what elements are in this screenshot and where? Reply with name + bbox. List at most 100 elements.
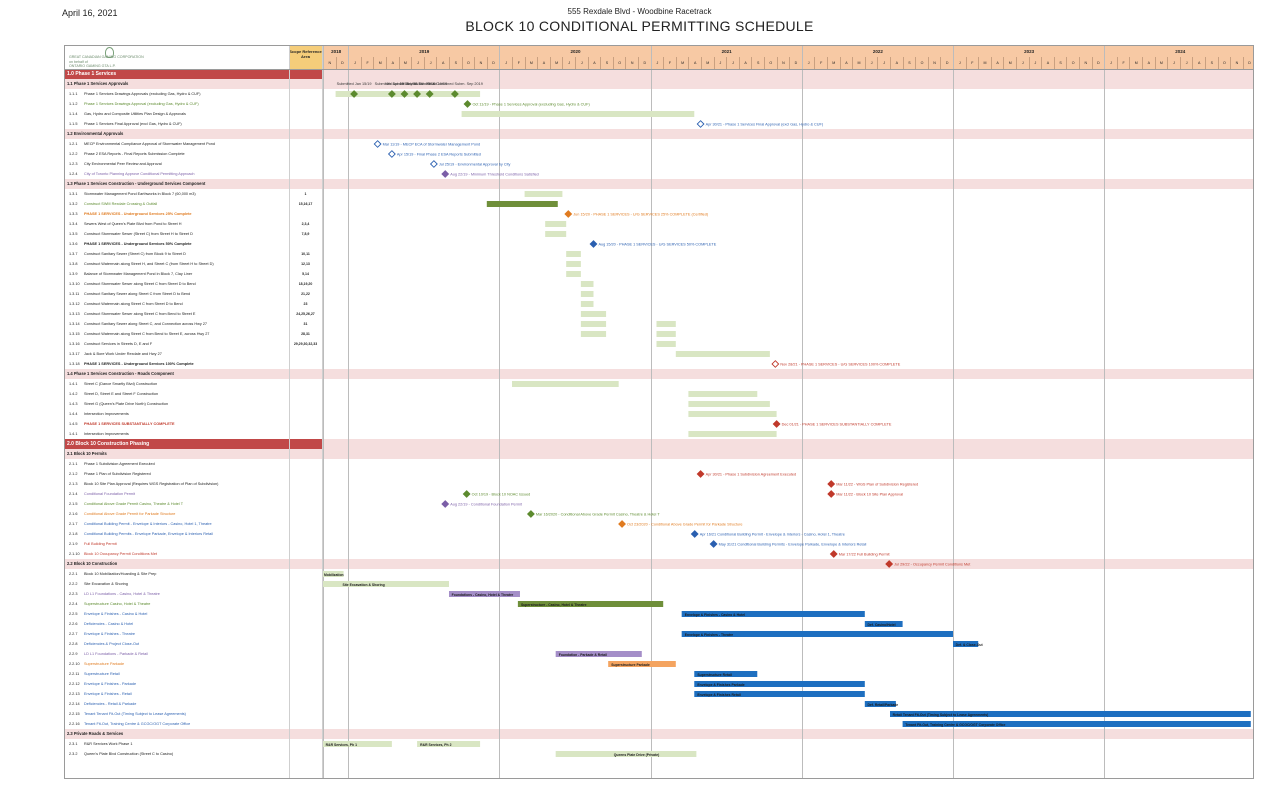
milestone-label: Aug 22/19 - Minimum Threshold Conditions… xyxy=(450,172,539,176)
task-id: 2.2.11 xyxy=(69,672,80,676)
gantt-bar xyxy=(580,291,594,297)
task-name: 2.3 Private Roads & Services xyxy=(67,731,124,736)
task-name: Queen's Plate Blvd Construction (Street … xyxy=(84,752,174,756)
report-date: April 16, 2021 xyxy=(62,8,118,18)
milestone-diamond xyxy=(387,90,396,98)
scope-ref: 15,16,17 xyxy=(298,202,313,206)
month-header: M xyxy=(1003,57,1016,69)
task-id: 2.2.12 xyxy=(69,682,80,686)
task-id: 2.2.3 xyxy=(69,592,78,596)
task-id: 1.3.5 xyxy=(69,232,78,236)
milestone-label: Jun 15/20 - PHASE 1 SERVICES - U/G SERVI… xyxy=(573,212,709,216)
task-id: 2.1.9 xyxy=(69,542,78,546)
milestone-diamond xyxy=(589,240,598,248)
gantt-bar xyxy=(681,631,953,637)
project-subtitle: 555 Rexdale Blvd - Woodbine Racetrack xyxy=(567,7,712,16)
task-id: 1.3.10 xyxy=(69,282,80,286)
task-id: 1.3.16 xyxy=(69,342,80,346)
month-header: J xyxy=(411,57,424,69)
milestone-diamond xyxy=(429,160,438,168)
gantt-bar xyxy=(555,751,697,757)
month-header: M xyxy=(1129,57,1142,69)
gantt-bar xyxy=(694,681,865,687)
bar-label: Foundation - Parkade & Retail xyxy=(559,653,607,657)
task-name: Deficiencies - Retail & Parkade xyxy=(84,702,137,706)
milestone-label: Apr 30/21 - Phase 1 Services Final Appro… xyxy=(706,122,824,126)
task-id: 2.1.5 xyxy=(69,502,78,506)
section-row: 1.4 Phase 1 Services Construction - Road… xyxy=(65,369,1253,379)
year-gridline xyxy=(499,46,501,778)
month-header: J xyxy=(864,57,878,69)
task-id: 1.3.9 xyxy=(69,272,78,276)
bar-label: Def. & Close-Out xyxy=(956,643,984,647)
month-header: F xyxy=(512,57,525,69)
phase-row: 1.0 Phase 1 Services xyxy=(65,69,323,79)
milestone-diamond xyxy=(373,140,382,148)
month-header: M xyxy=(1154,57,1168,69)
month-header: J xyxy=(1167,57,1180,69)
milestone-diamond xyxy=(696,470,705,478)
task-id: 1.3.15 xyxy=(69,332,80,336)
month-header: O xyxy=(915,57,928,69)
gantt-bar xyxy=(694,691,865,697)
month-header: M xyxy=(675,57,689,69)
gantt-bar xyxy=(517,601,664,607)
section-row: 1.2 Environmental Approvals xyxy=(65,129,1253,139)
scope-ref: 31 xyxy=(303,322,308,326)
task-id: 2.3.2 xyxy=(69,752,78,756)
task-name: Conditional Building Permits - Envelope … xyxy=(84,532,213,536)
task-name: Construct Sanitary Sewer (Street C) from… xyxy=(84,252,186,256)
task-id: 1.3.7 xyxy=(69,252,78,256)
milestone-label: Aug 22/19 - Conditional Foundation Permi… xyxy=(450,502,523,506)
task-id: 1.3.4 xyxy=(69,222,78,226)
task-id: 1.3.13 xyxy=(69,312,80,316)
task-row: 1.3.10 Construct Stormwater Sewer along S… xyxy=(65,279,1253,289)
task-name: Phase 2 ESA Reports - Final Reports Subm… xyxy=(84,152,185,156)
bar-label: Superstructure - Casino, Hotel & Theatre xyxy=(521,603,587,607)
task-name: Construct Stormwater Sewer along Street … xyxy=(84,282,196,286)
month-header: F xyxy=(360,57,374,69)
month-header: O xyxy=(461,57,475,69)
gantt-bar xyxy=(512,381,619,387)
scope-ref: 12,13 xyxy=(301,262,310,266)
task-name: Superstructure Retail xyxy=(84,672,120,676)
phase-row: 2.0 Block 10 Construction Phasing xyxy=(65,439,323,449)
milestone-label: Aug 15/20 - PHASE 1 SERVICES - U/G SERVI… xyxy=(598,242,716,246)
scope-ref: 7,8,9 xyxy=(301,232,310,236)
scope-ref: 1 xyxy=(304,192,307,196)
submission-label: Submitted Jan 15/19 xyxy=(337,82,372,86)
bar-label: Def. Casino/Hotel xyxy=(867,623,895,627)
month-header: S xyxy=(600,57,613,69)
task-name: PHASE 1 SERVICES - Underground Services … xyxy=(84,242,192,246)
month-header: A xyxy=(738,57,752,69)
bar-label: Envelope & Finishes - Casino & Hotel xyxy=(685,613,745,617)
task-id: 1.4.2 xyxy=(69,392,78,396)
task-id: 1.3.3 xyxy=(69,212,78,216)
gantt-bar xyxy=(545,231,567,237)
task-name: Street C (Dance Smartly Blvd) Constructi… xyxy=(84,382,158,386)
task-id: 1.4.1 xyxy=(69,432,78,436)
task-name: Construct SWM Rexdale Crossing & Outfall xyxy=(84,202,158,206)
gantt-bar xyxy=(675,351,770,357)
milestone-label: Jul 25/19 - Environmental Approval by Ci… xyxy=(439,162,511,166)
